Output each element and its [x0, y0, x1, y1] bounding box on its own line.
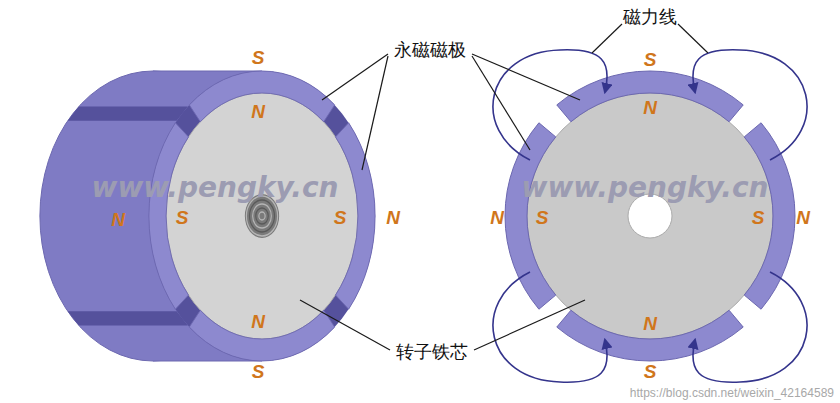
- rotor-section-view: [505, 71, 795, 361]
- permanent-magnet: [557, 310, 743, 361]
- flux-line: [493, 50, 607, 160]
- leader-line: [322, 54, 388, 100]
- watermark: www.pengky.cn: [92, 173, 339, 204]
- pole-letter: N: [386, 208, 400, 229]
- screw-thread: [259, 212, 265, 220]
- pole-letter: S: [334, 208, 347, 229]
- permanent-magnet: [505, 123, 556, 309]
- slot-ground: [149, 71, 375, 361]
- watermark: www.pengky.cn: [522, 173, 769, 204]
- source-url: https://blog.csdn.net/weixin_42164589: [630, 387, 834, 400]
- pole-letter: S: [176, 208, 189, 229]
- flux-line: [493, 272, 607, 382]
- magnet-slot: [68, 107, 188, 121]
- screw-thread: [256, 208, 268, 224]
- pole-letter: N: [111, 210, 125, 231]
- pole-letter: N: [251, 312, 265, 333]
- rotor-core: [166, 93, 358, 339]
- cylinder-edge: [153, 71, 262, 72]
- pole-letter: S: [252, 48, 265, 69]
- rotor-core: [527, 93, 773, 339]
- permanent-magnet: [557, 71, 743, 122]
- flux-lines: [493, 50, 807, 382]
- part-label: 永磁磁极: [394, 40, 466, 60]
- flux-line: [693, 50, 807, 160]
- permanent-magnet: [149, 123, 189, 309]
- pole-letter: N: [490, 208, 504, 229]
- part-label: 磁力线: [623, 7, 677, 27]
- pole-letter: S: [644, 362, 657, 383]
- pole-letter: S: [252, 362, 265, 383]
- leader-line: [592, 24, 622, 53]
- screw-thread: [250, 200, 275, 232]
- part-label: 转子铁芯: [396, 342, 468, 362]
- pole-letter: S: [536, 208, 549, 229]
- leader-line: [472, 54, 580, 100]
- leader-line: [362, 56, 388, 170]
- permanent-magnet: [744, 123, 795, 309]
- rotor-3d-view: [40, 71, 375, 361]
- magnet-slot: [68, 311, 188, 325]
- pole-letter: N: [796, 208, 810, 229]
- leader-line: [300, 300, 390, 350]
- screw-thread: [253, 204, 272, 228]
- leader-line: [678, 24, 708, 53]
- leader-line: [472, 56, 530, 150]
- pole-letter: N: [251, 102, 265, 123]
- cylinder-edge: [153, 361, 262, 362]
- flux-line: [693, 272, 807, 382]
- rotor-front-face: [149, 71, 375, 361]
- pole-letter: N: [643, 314, 657, 335]
- permanent-magnet: [189, 310, 334, 361]
- permanent-magnet: [189, 71, 334, 122]
- pole-letter: S: [752, 208, 765, 229]
- pole-letter: S: [644, 50, 657, 71]
- leader-line: [474, 300, 585, 350]
- pole-letter: N: [643, 98, 657, 119]
